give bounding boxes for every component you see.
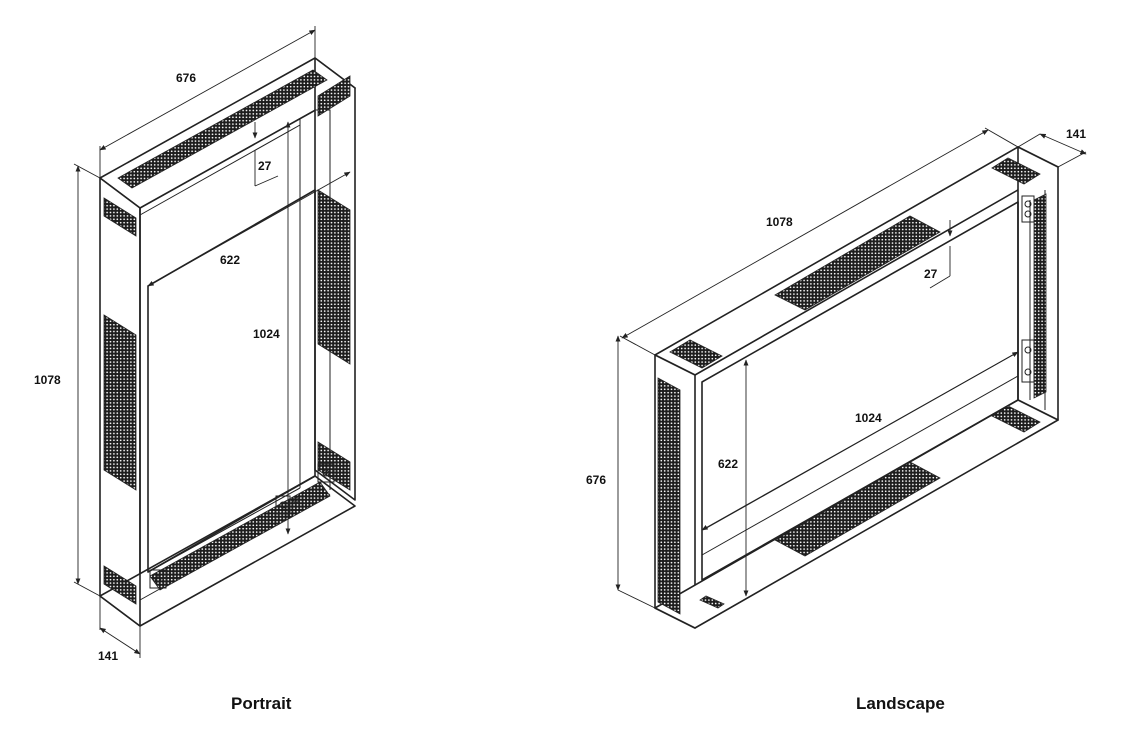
portrait-dimensions: 676 1078 141 622 1024 27 (34, 26, 351, 663)
portrait-caption: Portrait (231, 694, 292, 713)
landscape-wall-label: 27 (924, 267, 938, 281)
portrait-width-label: 676 (176, 71, 196, 85)
landscape-inner-height-label: 622 (718, 457, 738, 471)
portrait-height-label: 1078 (34, 373, 61, 387)
portrait-depth-label: 141 (98, 649, 118, 663)
portrait-inner-width-label: 622 (220, 253, 240, 267)
landscape-enclosure (654, 146, 1059, 629)
landscape-depth-label: 141 (1066, 127, 1086, 141)
landscape-height-label: 676 (586, 473, 606, 487)
portrait-enclosure (99, 57, 356, 627)
portrait-wall-label: 27 (258, 159, 272, 173)
landscape-inner-width-label: 1024 (855, 411, 882, 425)
portrait-inner-height-label: 1024 (253, 327, 280, 341)
landscape-dimensions: 1078 676 141 1024 622 27 (586, 127, 1087, 609)
landscape-width-label: 1078 (766, 215, 793, 229)
landscape-caption: Landscape (856, 694, 945, 713)
